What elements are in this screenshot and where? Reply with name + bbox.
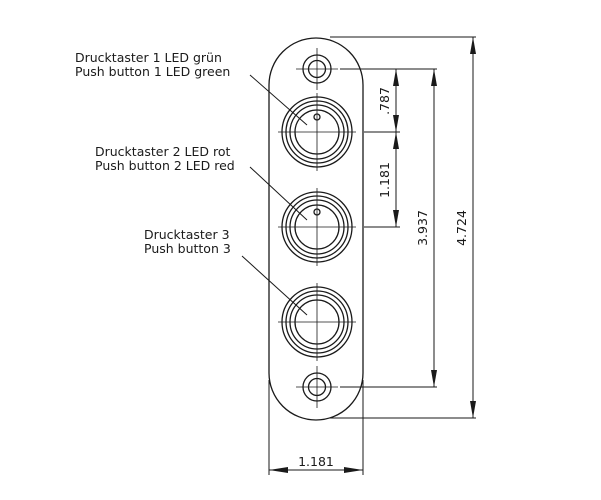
dim-text-4724: 4.724 (454, 210, 469, 246)
arrowheads (269, 37, 476, 473)
dim-text-3937: 3.937 (415, 210, 430, 246)
leader-button-2 (249, 166, 308, 221)
leader-button-3 (241, 255, 308, 316)
label-button-3-en: Push button 3 (144, 241, 231, 256)
push-button-2 (278, 188, 356, 266)
label-button-1-de: Drucktaster 1 LED grün (75, 50, 222, 65)
label-button-2-en: Push button 2 LED red (95, 158, 235, 173)
leader-button-1 (249, 74, 308, 126)
push-button-3 (278, 283, 356, 361)
dim-text-1181-v: 1.181 (377, 162, 392, 198)
top-mounting-hole (296, 48, 338, 90)
label-button-3-de: Drucktaster 3 (144, 227, 230, 242)
bottom-mounting-hole (296, 366, 338, 408)
label-button-1-en: Push button 1 LED green (75, 64, 230, 79)
panel-outline (268, 37, 364, 421)
dim-text-1181-h: 1.181 (298, 454, 334, 469)
push-button-1 (278, 93, 356, 171)
dim-text-787: .787 (377, 87, 392, 115)
label-button-2-de: Drucktaster 2 LED rot (95, 144, 230, 159)
